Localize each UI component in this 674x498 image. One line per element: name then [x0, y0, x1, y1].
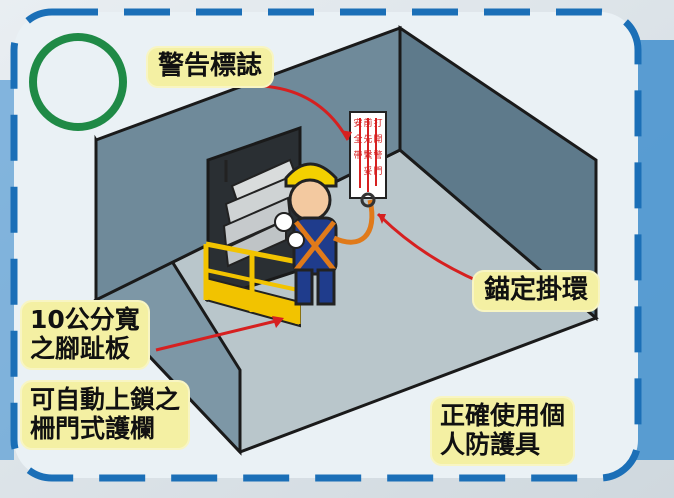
- toe-board-callout: 10公分寬 之腳趾板: [20, 300, 150, 370]
- warning-sign-char: 門: [373, 166, 382, 177]
- anchor-ring-label: 錨定掛環: [484, 275, 589, 305]
- gate-guardrail: [203, 241, 301, 328]
- anchor-ring-callout: 錨定掛環: [472, 270, 601, 312]
- warning-sign-char: 先: [363, 133, 372, 145]
- callout-arrows: [155, 84, 481, 352]
- toe-board-label-line1: 10公分寬: [30, 305, 140, 334]
- ppe-callout: 正確使用個 人防護具: [430, 396, 576, 466]
- gate-rail-callout: 可自動上鎖之 柵門式護欄: [20, 380, 191, 450]
- pipe-bundle: [222, 158, 298, 268]
- lanyard: [332, 199, 375, 245]
- warning-sign-callout: 警告標誌: [146, 46, 275, 88]
- warning-sign-char: 打: [373, 117, 382, 129]
- warning-sign-char: 妥: [363, 166, 372, 177]
- green-circle-icon: [29, 33, 127, 131]
- warning-sign-char: 開: [373, 134, 382, 145]
- toe-board-label-line2: 之腳趾板: [30, 333, 131, 363]
- warning-sign: [349, 111, 387, 199]
- anchor-ring: [360, 192, 376, 208]
- warning-sign-char: 全: [353, 133, 362, 145]
- right-wall: [398, 25, 598, 322]
- gate-rail-label-line2: 柵門式護欄: [30, 413, 156, 443]
- worker-figure: [274, 162, 338, 306]
- warning-sign-char: 帶: [353, 150, 362, 161]
- warning-sign-char: 警: [373, 149, 382, 161]
- gate-rail-label-line1: 可自動上鎖之: [30, 385, 181, 414]
- warning-sign-char: 前: [363, 117, 372, 129]
- ppe-label-line1: 正確使用個: [440, 401, 566, 430]
- ppe-label-line2: 人防護具: [440, 429, 541, 459]
- warning-sign-label: 警告標誌: [158, 51, 263, 81]
- warning-sign-char: 安: [353, 117, 362, 129]
- warning-sign-char: 繫: [363, 150, 372, 161]
